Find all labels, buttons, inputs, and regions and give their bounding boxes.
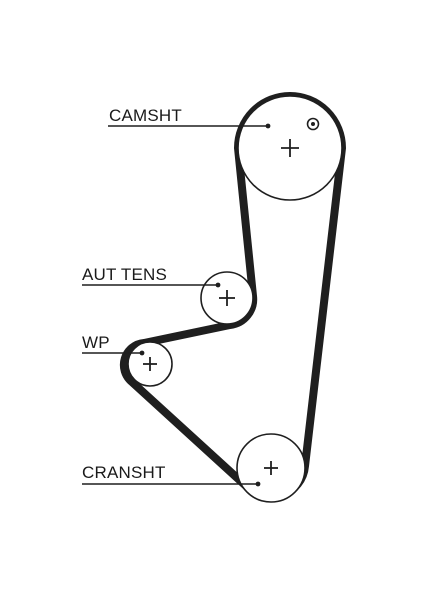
center-cross-icon bbox=[143, 357, 157, 371]
camshaft-leader bbox=[108, 123, 271, 129]
center-cross-icon bbox=[264, 461, 278, 475]
crankshaft-leader bbox=[82, 481, 261, 487]
water-pump-label: WP bbox=[82, 333, 110, 352]
crankshaft-pulley bbox=[236, 433, 306, 503]
tensioner-leader bbox=[82, 282, 221, 288]
tensioner-label: AUT TENS bbox=[82, 265, 167, 284]
tensioner-pulley bbox=[200, 271, 254, 325]
center-cross-icon bbox=[219, 290, 235, 306]
water-pump-pulley bbox=[127, 341, 173, 387]
camshaft-pulley bbox=[237, 95, 343, 201]
timing-mark-icon bbox=[306, 117, 320, 131]
water-pump-leader bbox=[82, 350, 145, 356]
center-cross-icon bbox=[281, 139, 299, 157]
camshaft-label: CAMSHT bbox=[109, 106, 182, 125]
crankshaft-label: CRANSHT bbox=[82, 463, 166, 482]
